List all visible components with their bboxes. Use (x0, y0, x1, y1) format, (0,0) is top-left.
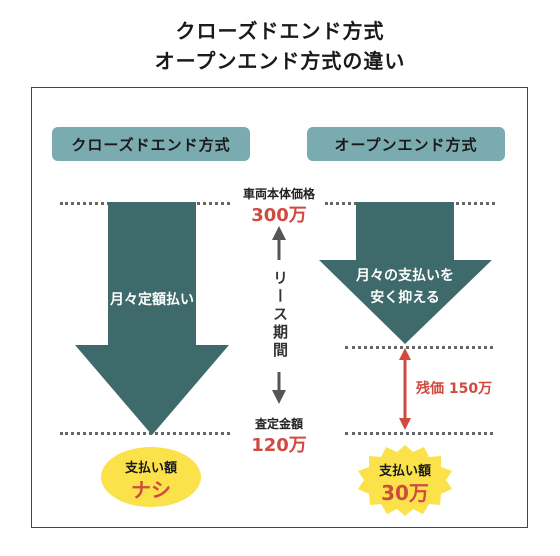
diagram-frame (31, 87, 528, 528)
residual-value-label: 残価 150万 (416, 381, 493, 397)
appraisal-value: 120万 (251, 435, 307, 456)
appraisal-dotted-line-right (345, 432, 493, 435)
open-end-arrow-label-2: 安く抑える (370, 290, 440, 306)
residual-arrow (399, 348, 411, 430)
lease-period-label: リース期間 (271, 270, 289, 360)
price-value: 300万 (251, 205, 307, 226)
lease-period-arrow (272, 226, 286, 404)
title-line-1: クローズドエンド方式 (175, 19, 385, 43)
open-end-result-burst (358, 445, 452, 516)
closed-end-result-badge (101, 447, 201, 507)
appraisal-label: 査定金額 (254, 417, 303, 431)
closed-end-result-label: 支払い額 (124, 461, 177, 476)
title-line-2: オープンエンド方式の違い (154, 49, 406, 73)
open-end-heading: オープンエンド方式 (307, 127, 505, 161)
open-end-result-value: 30万 (381, 481, 429, 505)
closed-end-heading: クローズドエンド方式 (52, 127, 250, 161)
closed-end-arrow (75, 202, 229, 435)
residual-dotted-line (345, 346, 493, 349)
closed-end-arrow-label: 月々定額払い (110, 292, 194, 308)
closed-end-result-value: ナシ (131, 478, 171, 502)
appraisal-dotted-line-left (60, 432, 230, 435)
open-end-result-label: 支払い額 (378, 464, 431, 479)
open-end-arrow (319, 202, 492, 344)
price-label: 車両本体価格 (242, 187, 315, 201)
open-end-arrow-label-1: 月々の支払いを (356, 268, 454, 284)
